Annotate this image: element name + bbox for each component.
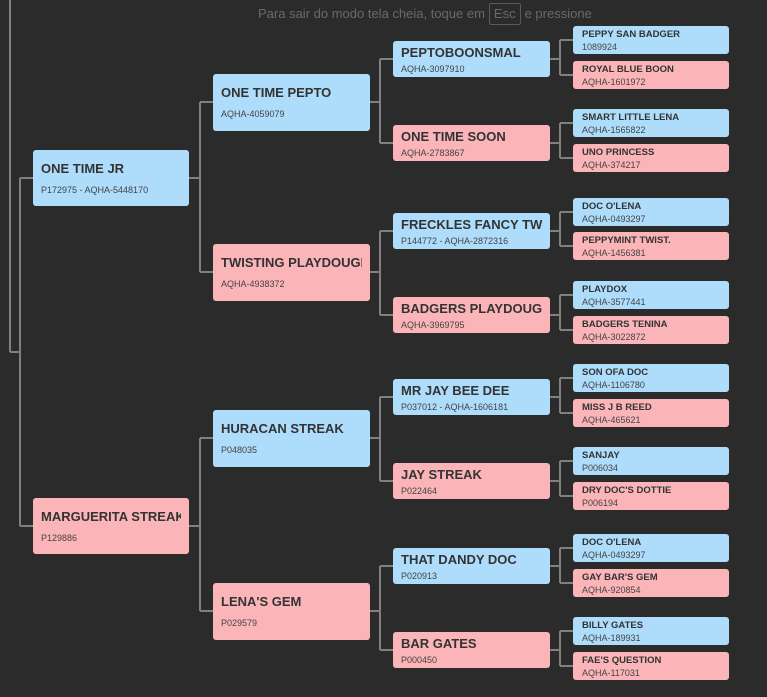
horse-card-g1[interactable]: MARGUERITA STREAK P129886 bbox=[33, 498, 189, 554]
horse-name: PEPPYMINT TWIST. bbox=[582, 234, 671, 246]
horse-card-g3[interactable]: THAT DANDY DOC P020913 bbox=[393, 548, 550, 584]
horse-name: TWISTING PLAYDOUGH bbox=[221, 255, 362, 270]
horse-registration: P006034 bbox=[582, 462, 619, 473]
horse-name: SON OFA DOC bbox=[582, 366, 649, 378]
horse-registration: AQHA-465621 bbox=[582, 414, 641, 425]
horse-registration: AQHA-189931 bbox=[582, 632, 641, 643]
horse-name: HURACAN STREAK bbox=[221, 421, 344, 436]
horse-registration: AQHA-4059079 bbox=[221, 109, 285, 119]
horse-card-g3[interactable]: BAR GATES P000450 bbox=[393, 632, 550, 668]
horse-registration: AQHA-3097910 bbox=[401, 63, 465, 74]
horse-name: ROYAL BLUE BOON bbox=[582, 63, 674, 75]
horse-registration: P006194 bbox=[582, 497, 619, 508]
horse-card-g2[interactable]: HURACAN STREAK P048035 bbox=[213, 409, 370, 467]
horse-name: GAY BAR'S GEM bbox=[582, 571, 658, 583]
esc-key-badge: Esc bbox=[488, 3, 521, 25]
hint-text-after: e pressione bbox=[524, 6, 592, 21]
horse-card-g3[interactable]: MR JAY BEE DEE P037012 - AQHA-1606181 bbox=[393, 379, 550, 415]
horse-name: DRY DOC'S DOTTIE bbox=[582, 484, 672, 496]
horse-name: FAE'S QUESTION bbox=[582, 654, 662, 666]
horse-name: FRECKLES FANCY TWIST bbox=[401, 216, 542, 232]
horse-name: UNO PRINCESS bbox=[582, 146, 655, 158]
horse-registration: P020913 bbox=[401, 570, 438, 581]
horse-card-g3[interactable]: ONE TIME SOON AQHA-2783867 bbox=[393, 125, 550, 161]
horse-registration: AQHA-1565822 bbox=[582, 124, 646, 135]
horse-card-g2[interactable]: ONE TIME PEPTO AQHA-4059079 bbox=[213, 73, 370, 131]
horse-registration: P129886 bbox=[41, 533, 78, 543]
hint-text-before: Para sair do modo tela cheia, toque em bbox=[258, 6, 485, 21]
horse-registration: AQHA-2783867 bbox=[401, 147, 465, 158]
horse-name: DOC O'LENA bbox=[582, 536, 642, 548]
horse-registration: P172975 - AQHA-5448170 bbox=[41, 185, 149, 195]
horse-card-g3[interactable]: BADGERS PLAYDOUGH AQHA-3969795 bbox=[393, 297, 550, 333]
horse-registration: AQHA-3577441 bbox=[582, 296, 646, 307]
horse-name: BILLY GATES bbox=[582, 619, 644, 631]
horse-registration: AQHA-920854 bbox=[582, 584, 641, 595]
horse-name: ONE TIME PEPTO bbox=[221, 85, 332, 100]
horse-registration: AQHA-374217 bbox=[582, 159, 641, 170]
horse-name: DOC O'LENA bbox=[582, 200, 642, 212]
horse-card-g3[interactable]: JAY STREAK P022464 bbox=[393, 463, 550, 499]
horse-card-g2[interactable]: LENA'S GEM P029579 bbox=[213, 582, 370, 640]
horse-name: LENA'S GEM bbox=[221, 594, 302, 609]
horse-registration: AQHA-1456381 bbox=[582, 247, 646, 258]
horse-name: MARGUERITA STREAK bbox=[41, 509, 181, 524]
horse-registration: AQHA-4938372 bbox=[221, 279, 285, 289]
horse-registration: AQHA-0493297 bbox=[582, 213, 646, 224]
horse-name: JAY STREAK bbox=[401, 466, 482, 482]
horse-name: ONE TIME JR bbox=[41, 161, 125, 176]
horse-name: BADGERS TENINA bbox=[582, 318, 668, 330]
horse-registration: P037012 - AQHA-1606181 bbox=[401, 401, 509, 412]
horse-name: PLAYDOX bbox=[582, 283, 628, 295]
horse-registration: P000450 bbox=[401, 654, 438, 665]
horse-registration: AQHA-1106780 bbox=[582, 379, 645, 390]
horse-name: PEPTOBOONSMAL bbox=[401, 44, 521, 60]
horse-registration: AQHA-3969795 bbox=[401, 319, 465, 330]
horse-card-g3[interactable]: PEPTOBOONSMAL AQHA-3097910 bbox=[393, 41, 550, 77]
horse-registration: AQHA-1601972 bbox=[582, 76, 646, 87]
horse-card-g3[interactable]: FRECKLES FANCY TWIST P144772 - AQHA-28723… bbox=[393, 213, 550, 249]
horse-registration: P144772 - AQHA-2872316 bbox=[401, 235, 509, 246]
horse-registration: AQHA-3022872 bbox=[582, 331, 646, 342]
horse-name: BADGERS PLAYDOUGH bbox=[401, 300, 542, 316]
horse-name: THAT DANDY DOC bbox=[401, 551, 517, 567]
horse-card-g4[interactable]: PEPPYMINT TWIST.AQHA-1456381 bbox=[573, 232, 729, 260]
horse-name: SANJAY bbox=[582, 449, 620, 461]
horse-name: MISS J B REED bbox=[582, 401, 652, 413]
horse-card-g2[interactable]: TWISTING PLAYDOUGH AQHA-4938372 bbox=[213, 243, 370, 301]
horse-name: MR JAY BEE DEE bbox=[401, 382, 510, 398]
horse-registration: AQHA-0493297 bbox=[582, 549, 646, 560]
horse-registration: AQHA-117031 bbox=[582, 667, 640, 678]
horse-registration: P048035 bbox=[221, 445, 258, 455]
horse-name: PEPPY SAN BADGER bbox=[582, 28, 681, 40]
horse-name: SMART LITTLE LENA bbox=[582, 111, 680, 123]
horse-name: BAR GATES bbox=[401, 635, 477, 651]
horse-registration: 1089924 bbox=[582, 41, 618, 52]
horse-card-g1[interactable]: ONE TIME JR P172975 - AQHA-5448170 bbox=[33, 150, 189, 206]
horse-registration: P022464 bbox=[401, 485, 438, 496]
horse-name: ONE TIME SOON bbox=[401, 128, 506, 144]
horse-registration: P029579 bbox=[221, 618, 258, 628]
